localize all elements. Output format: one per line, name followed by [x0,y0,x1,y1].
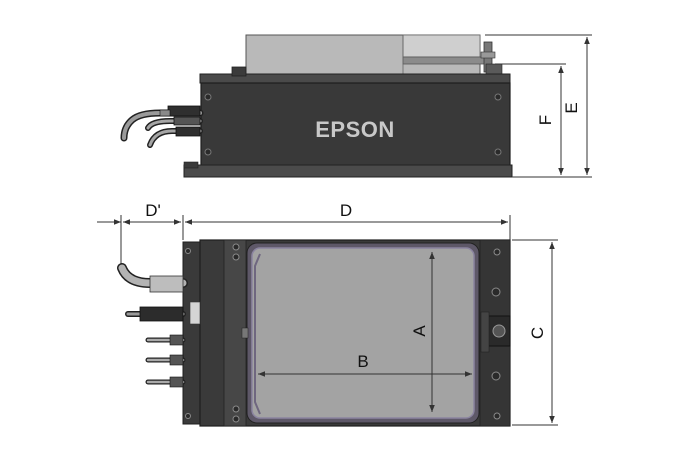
side-view: EPSON [120,34,513,178]
top-view [117,239,511,427]
top-left-block [182,241,202,425]
dim-label-f: F [536,115,555,125]
side-top-box-ledge [402,56,486,65]
side-bottom-foot [183,164,513,178]
dim-label-d-prime: D' [145,201,161,220]
dim-label-e: E [562,102,581,113]
side-top-plate [199,73,511,84]
dim-d [97,215,511,270]
dim-label-d: D [340,201,352,220]
dim-label-a: A [410,325,429,337]
dim-label-c: C [528,327,547,339]
dim-e-f [485,34,592,178]
top-window [251,247,475,419]
side-cables [120,109,204,148]
dim-label-b: B [357,352,368,371]
dim-a-b [258,252,472,412]
side-connectors [159,105,201,137]
dim-c [512,239,558,426]
top-screws [185,243,501,423]
side-main-body [200,82,511,170]
brand-logo: EPSON [315,117,395,142]
side-top-box-section [402,34,481,58]
top-connectors [139,275,201,388]
